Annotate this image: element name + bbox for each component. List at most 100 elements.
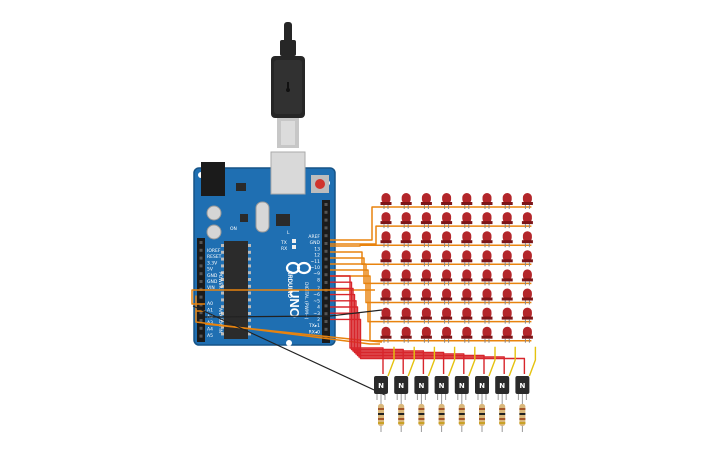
column-cathode-wire[interactable]: [488, 346, 496, 377]
row-control-wire[interactable]: [330, 206, 382, 241]
header-pin[interactable]: [324, 234, 328, 238]
led[interactable]: [521, 307, 533, 324]
led[interactable]: [441, 250, 453, 267]
header-pin[interactable]: [199, 241, 203, 244]
header-pin[interactable]: [324, 320, 328, 323]
resistor[interactable]: [438, 400, 445, 432]
header-pin[interactable]: [324, 249, 328, 253]
column-cathode-wire[interactable]: [427, 346, 436, 377]
led[interactable]: [400, 288, 412, 305]
led[interactable]: [501, 269, 513, 286]
npn-transistor[interactable]: N: [374, 376, 388, 400]
header-pin[interactable]: [324, 312, 328, 316]
led[interactable]: [400, 250, 412, 267]
header-pin[interactable]: [324, 281, 328, 284]
led[interactable]: [441, 193, 453, 209]
led[interactable]: [521, 193, 533, 209]
resistor[interactable]: [479, 400, 485, 432]
led[interactable]: [501, 288, 513, 305]
ground-wire[interactable]: [192, 305, 386, 396]
header-pin[interactable]: [324, 210, 328, 214]
column-control-wire[interactable]: [330, 293, 445, 374]
led[interactable]: [481, 326, 493, 343]
header-pin[interactable]: [199, 319, 203, 322]
led[interactable]: [501, 250, 513, 267]
led[interactable]: [461, 212, 473, 229]
led[interactable]: [380, 250, 392, 267]
row-control-wire[interactable]: [330, 269, 382, 323]
column-cathode-wire[interactable]: [387, 346, 395, 377]
led[interactable]: [420, 288, 432, 305]
resistor[interactable]: [519, 400, 526, 432]
led[interactable]: [380, 231, 392, 248]
led[interactable]: [400, 212, 412, 229]
header-pin[interactable]: [199, 334, 203, 338]
column-control-wire[interactable]: [330, 306, 485, 374]
led[interactable]: [380, 288, 392, 305]
led[interactable]: [521, 212, 533, 229]
header-pin[interactable]: [199, 295, 203, 299]
led[interactable]: [441, 269, 453, 286]
header-pin[interactable]: [324, 218, 328, 222]
led[interactable]: [441, 231, 453, 248]
led[interactable]: [501, 193, 513, 209]
resistor[interactable]: [499, 400, 506, 432]
led[interactable]: [461, 326, 473, 343]
led[interactable]: [420, 212, 432, 229]
column-cathode-wire[interactable]: [407, 346, 415, 377]
led[interactable]: [481, 288, 493, 305]
led[interactable]: [380, 307, 392, 324]
led[interactable]: [461, 307, 473, 324]
npn-transistor[interactable]: N: [495, 376, 510, 400]
led[interactable]: [501, 326, 513, 343]
header-pin[interactable]: [324, 226, 328, 230]
column-cathode-wire[interactable]: [468, 346, 476, 377]
column-cathode-wire[interactable]: [508, 346, 516, 377]
header-pin[interactable]: [324, 203, 328, 206]
header-pin[interactable]: [324, 296, 328, 300]
led[interactable]: [481, 307, 493, 324]
resistor[interactable]: [398, 400, 405, 432]
led[interactable]: [380, 212, 392, 229]
header-pin[interactable]: [199, 256, 203, 260]
led[interactable]: [521, 269, 533, 286]
led[interactable]: [441, 326, 453, 343]
led[interactable]: [400, 269, 412, 286]
header-pin[interactable]: [324, 265, 328, 269]
column-control-wire[interactable]: [330, 300, 465, 374]
header-pin[interactable]: [324, 242, 328, 245]
led[interactable]: [501, 212, 513, 229]
led[interactable]: [400, 326, 412, 343]
led[interactable]: [380, 269, 392, 286]
header-pin[interactable]: [199, 311, 203, 315]
led[interactable]: [521, 250, 533, 267]
led[interactable]: [400, 193, 412, 209]
npn-transistor[interactable]: N: [475, 376, 489, 400]
reset-button[interactable]: [315, 179, 325, 189]
analog-wire[interactable]: [191, 289, 375, 305]
header-pin[interactable]: [199, 264, 203, 268]
resistor[interactable]: [378, 400, 384, 432]
header-pin[interactable]: [324, 304, 328, 308]
header-pin[interactable]: [199, 326, 203, 330]
led[interactable]: [461, 269, 473, 286]
led[interactable]: [420, 269, 432, 286]
led[interactable]: [420, 307, 432, 324]
header-pin[interactable]: [199, 303, 203, 307]
column-cathode-wire[interactable]: [447, 346, 456, 377]
led[interactable]: [481, 269, 493, 286]
header-pin[interactable]: [199, 272, 203, 276]
header-pin[interactable]: [199, 280, 203, 283]
led[interactable]: [481, 250, 493, 267]
led[interactable]: [501, 231, 513, 248]
led[interactable]: [420, 250, 432, 267]
led[interactable]: [441, 212, 453, 229]
led[interactable]: [420, 326, 432, 343]
led[interactable]: [501, 307, 513, 324]
led[interactable]: [380, 326, 392, 343]
row-control-wire[interactable]: [330, 263, 382, 304]
led[interactable]: [481, 193, 493, 209]
led[interactable]: [521, 326, 533, 343]
header-pin[interactable]: [324, 327, 328, 331]
resistor[interactable]: [458, 400, 465, 432]
